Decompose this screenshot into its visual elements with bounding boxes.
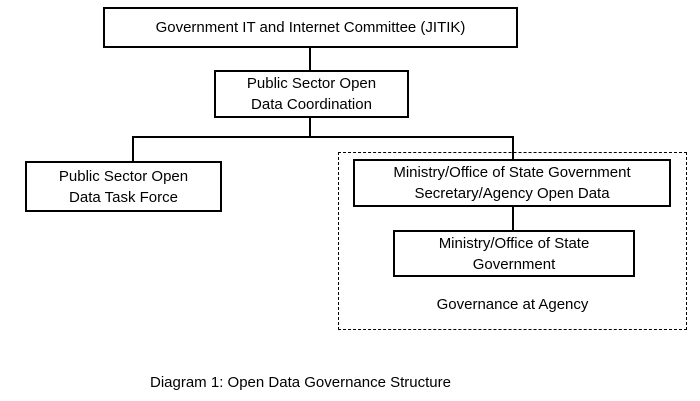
jitik-committee-box: Government IT and Internet Committee (JI…: [103, 7, 518, 48]
secretary-agency-open-data-box: Ministry/Office of State Government Secr…: [353, 159, 671, 207]
connector-secretary-to-ministry: [512, 207, 514, 230]
connector-coordination-to-bus: [309, 118, 311, 136]
ministry-office-box: Ministry/Office of State Government: [393, 230, 635, 277]
coordination-box: Public Sector Open Data Coordination: [214, 70, 409, 118]
connector-horizontal-bus: [132, 136, 514, 138]
connector-jitik-to-coordination: [309, 48, 311, 70]
diagram-caption: Diagram 1: Open Data Governance Structur…: [150, 374, 451, 391]
task-force-box: Public Sector Open Data Task Force: [25, 161, 222, 212]
connector-bus-to-secretary: [512, 136, 514, 159]
agency-governance-group: [338, 152, 687, 330]
connector-bus-to-task-force: [132, 136, 134, 161]
governance-at-agency-label: Governance at Agency: [436, 296, 589, 313]
